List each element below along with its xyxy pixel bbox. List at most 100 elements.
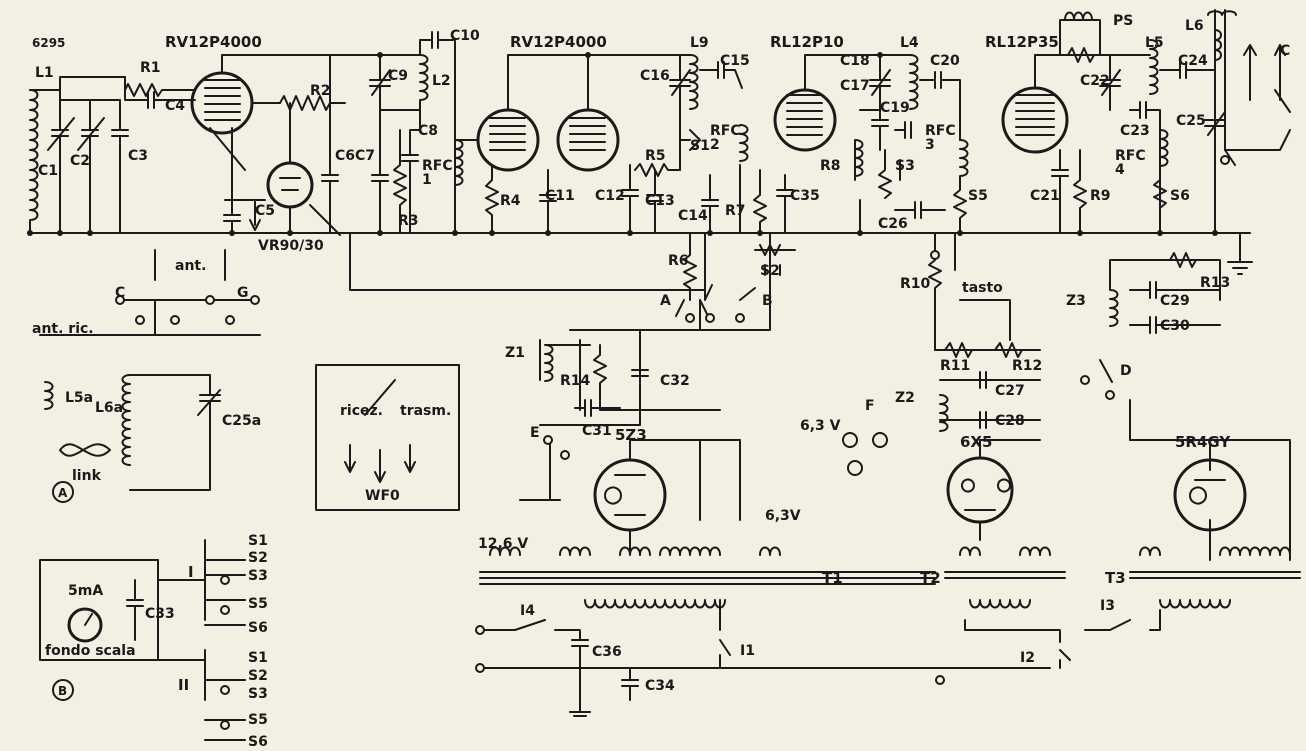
stage3-net [854, 54, 969, 234]
label-l6: L6 [1185, 18, 1204, 34]
label-sw-f: F [865, 398, 875, 414]
label-c1: C1 [38, 163, 58, 179]
c5-c6 [223, 54, 339, 234]
label-c19: C19 [880, 100, 910, 116]
label-b2-s6: S6 [248, 734, 268, 750]
z1-net [544, 344, 721, 417]
inset-a [39, 249, 261, 491]
label-c22: C22 [1080, 73, 1110, 89]
label-r8: R8 [820, 158, 841, 174]
label-sw-d: D [1120, 363, 1132, 379]
label-12-6v: 12,6 V [478, 536, 528, 552]
label-b-s1: S1 [248, 533, 268, 549]
label-c13: C13 [645, 193, 675, 209]
label-trasm: trasm. [400, 403, 451, 419]
input-tank [29, 76, 141, 234]
label-c20: C20 [930, 53, 960, 69]
label-c2: C2 [70, 153, 90, 169]
transformers [479, 546, 1301, 609]
label-c23: C23 [1120, 123, 1150, 139]
label-r9: R9 [1090, 188, 1111, 204]
tube-v4 [1001, 11, 1101, 234]
vr-tube [266, 102, 341, 236]
output-tank [1099, 9, 1291, 234]
rectifier-5z3 [593, 439, 741, 551]
label-5r4gy: 5R4GY [1175, 433, 1231, 451]
label-c10: C10 [450, 28, 480, 44]
label-fig-a: A [58, 486, 68, 500]
label-b-s3: S3 [248, 568, 268, 584]
label-section-ii: II [178, 676, 189, 694]
inset-b [39, 539, 246, 741]
label-c18: C18 [840, 53, 870, 69]
mains-net [479, 599, 1161, 717]
drawing-code: 6295 [32, 36, 65, 50]
label-c36: C36 [592, 644, 622, 660]
label-i3: I3 [1100, 598, 1115, 614]
label-v2: RV12P4000 [510, 33, 607, 51]
label-i2: I2 [1020, 650, 1035, 666]
label-r4: R4 [500, 193, 521, 209]
label-c29: C29 [1160, 293, 1190, 309]
label-l4: L4 [900, 35, 919, 51]
label-c26: C26 [878, 216, 908, 232]
label-b2-s1: S1 [248, 650, 268, 666]
junctions [27, 52, 1230, 730]
label-b-s5: S5 [248, 596, 268, 612]
label-sw-e: E [530, 425, 540, 441]
label-c33: C33 [145, 606, 175, 622]
label-r5: R5 [645, 148, 666, 164]
label-z1: Z1 [505, 345, 525, 361]
label-t1: T1 [822, 569, 843, 587]
label-r11: R11 [940, 358, 970, 374]
label-b2-s2: S2 [248, 668, 268, 684]
label-l1: L1 [35, 65, 54, 81]
label-t2: T2 [920, 569, 941, 587]
label-5ma: 5mA [68, 583, 103, 599]
label-r6: R6 [668, 253, 689, 269]
label-s1: S1 [690, 138, 710, 154]
label-i1: I1 [740, 643, 755, 659]
label-ant: ant. [175, 258, 206, 274]
label-l5a: L5a [65, 390, 93, 406]
label-c16: C16 [640, 68, 670, 84]
label-6x5: 6X5 [960, 433, 992, 451]
label-r1: R1 [140, 60, 161, 76]
label-r10: R10 [900, 276, 931, 292]
label-r14: R14 [560, 373, 591, 389]
label-c28: C28 [995, 413, 1025, 429]
label-5z3: 5Z3 [615, 426, 647, 444]
label-c9: C9 [388, 68, 408, 84]
label-l2: L2 [432, 73, 451, 89]
label-sw-a: A [660, 293, 671, 309]
label-fondo-scala: fondo scala [45, 643, 136, 659]
label-z2: Z2 [895, 390, 915, 406]
label-c15: C15 [720, 53, 750, 69]
label-s6: S6 [1170, 188, 1190, 204]
label-r3: R3 [398, 213, 419, 229]
label-sw-c: C [115, 285, 125, 301]
tube-v3 [739, 54, 881, 276]
label-6-3v-t1: 6,3V [765, 508, 801, 524]
labels: 6295 RV12P4000 RV12P4000 RL12P10 RL12P35… [32, 13, 1290, 750]
label-section-i: I [188, 563, 194, 581]
label-i4: I4 [520, 603, 535, 619]
stage1-tank [369, 31, 464, 234]
label-b2-s5: S5 [248, 712, 268, 728]
label-c34: C34 [645, 678, 675, 694]
label-l9: L9 [690, 35, 709, 51]
label-ps: PS [1113, 13, 1133, 29]
label-s3: S3 [895, 158, 915, 174]
label-b2-s3: S3 [248, 686, 268, 702]
label-s2: S2 [760, 263, 780, 279]
label-c25a: C25a [222, 413, 261, 429]
label-b-s6: S6 [248, 620, 268, 636]
label-c12: C12 [595, 188, 625, 204]
label-tasto: tasto [962, 280, 1003, 296]
label-v4: RL12P35 [985, 33, 1059, 51]
label-c24: C24 [1178, 53, 1208, 69]
label-c6: C6 [335, 148, 355, 164]
